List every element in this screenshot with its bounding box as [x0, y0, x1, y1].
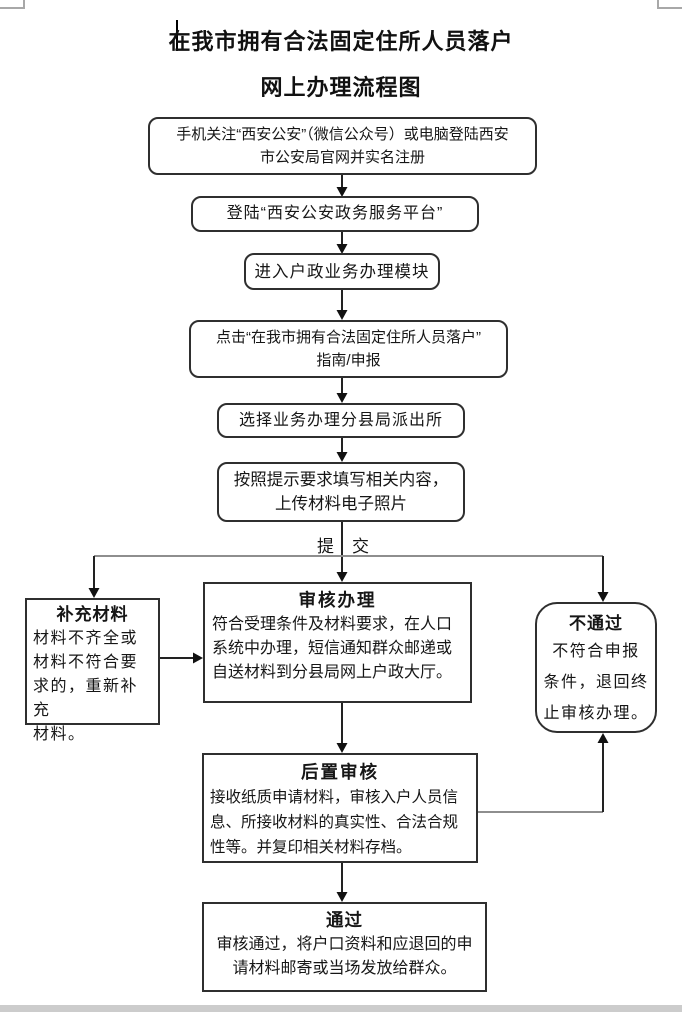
flow-node-supplement-box: 补充材料 材料不齐全或 材料不符合要 求的，重新补充 材料。	[25, 598, 160, 743]
flow-node-pass-line2: 请材料邮寄或当场发放给群众。	[232, 960, 457, 977]
flow-step-login-label: 登陆“西安公安政务服务平台”	[226, 205, 444, 222]
arrow-branch-to-supplement	[88, 556, 100, 598]
text-cursor	[176, 20, 178, 51]
arrow-submit-to-review	[336, 522, 348, 582]
arrow-supplement-to-review	[160, 652, 203, 664]
flow-node-post-review-line3: 性等。并复印相关材料存档。	[210, 839, 412, 856]
flow-node-review-line2: 系统中办理，短信通知群众邮递或	[212, 640, 453, 657]
page-subtitle: 网上办理流程图	[260, 75, 422, 100]
page-boundary-mark-top-right	[657, 0, 682, 9]
flow-step-select-station-label: 选择业务办理分县局派出所	[238, 411, 443, 429]
arrow-register-to-login	[336, 175, 348, 197]
flow-step-select-station-box: 选择业务办理分县局派出所	[217, 403, 465, 438]
flow-node-reject-line3: 止审核办理。	[543, 705, 649, 722]
flow-step-fill-upload-line1: 按照提示要求填写相关内容，	[233, 471, 449, 489]
flow-step-register-line2: 市公安局官网并实名注册	[259, 149, 425, 166]
flow-node-reject-title: 不通过	[569, 614, 623, 633]
arrow-select-to-fill	[336, 438, 348, 462]
flow-step-click-guide-box: 点击“在我市拥有合法固定住所人员落户” 指南/申报	[189, 320, 508, 378]
arrow-login-to-module	[336, 232, 348, 254]
flow-node-review-line1: 符合受理条件及材料要求，在人口	[212, 616, 453, 633]
flow-node-post-review-box: 后置审核 接收纸质申请材料，审核入户人员信 息、所接收材料的真实性、合法合规 性…	[202, 753, 478, 863]
flow-node-post-review-line1: 接收纸质申请材料，审核入户人员信	[210, 789, 459, 806]
flow-node-supplement-line1: 材料不齐全或	[33, 630, 139, 647]
flow-node-review-title: 审核办理	[298, 590, 377, 610]
flow-node-review-box: 审核办理 符合受理条件及材料要求，在人口 系统中办理，短信通知群众邮递或 自送材…	[203, 582, 472, 703]
submit-label-right: 交	[352, 537, 369, 556]
flow-step-click-guide-line1: 点击“在我市拥有合法固定住所人员落户”	[216, 329, 481, 346]
flow-node-supplement-line4: 材料。	[33, 726, 86, 743]
flow-step-register-box: 手机关注“西安公安”（微信公众号）或电脑登陆西安 市公安局官网并实名注册	[148, 117, 537, 175]
page-title: 在我市拥有合法固定住所人员落户	[168, 29, 514, 54]
flow-node-supplement-line3: 求的，重新补充	[33, 678, 139, 719]
flow-step-module-box: 进入户政业务办理模块	[244, 253, 440, 290]
page-boundary-mark-top-left	[0, 0, 25, 9]
arrow-review-to-post	[336, 703, 348, 753]
flow-step-fill-upload-box: 按照提示要求填写相关内容， 上传材料电子照片	[217, 462, 465, 522]
flow-node-pass-line1: 审核通过，将户口资料和应退回的申	[216, 936, 473, 953]
flow-step-login-box: 登陆“西安公安政务服务平台”	[191, 196, 479, 232]
flow-node-reject-line1: 不符合申报	[552, 643, 640, 660]
flow-step-register-line1: 手机关注“西安公安”（微信公众号）或电脑登陆西安	[176, 126, 509, 143]
arrow-module-to-click	[336, 290, 348, 320]
arrow-branch-to-reject	[597, 556, 609, 602]
submit-label-left: 提	[317, 537, 334, 556]
flow-node-post-review-title: 后置审核	[301, 762, 379, 782]
flow-node-pass-box: 通过 审核通过，将户口资料和应退回的申 请材料邮寄或当场发放给群众。	[202, 902, 487, 992]
arrow-post-to-reject	[597, 733, 609, 812]
flow-node-post-review-line2: 息、所接收材料的真实性、合法合规	[210, 814, 459, 831]
arrow-click-to-select	[336, 378, 348, 403]
flow-node-supplement-title: 补充材料	[56, 605, 129, 624]
flow-node-reject-box: 不通过 不符合申报 条件，退回终 止审核办理。	[535, 602, 657, 733]
flow-node-review-line3: 自送材料到分县局网上户政大厅。	[212, 664, 453, 681]
flow-step-module-label: 进入户政业务办理模块	[254, 262, 430, 281]
flow-step-fill-upload-line2: 上传材料电子照片	[275, 495, 407, 513]
flow-node-reject-line2: 条件，退回终	[543, 674, 649, 691]
arrow-post-to-pass	[336, 863, 348, 902]
flow-node-pass-title: 通过	[326, 910, 363, 930]
flow-step-click-guide-line2: 指南/申报	[316, 352, 381, 369]
page-bottom-edge	[0, 1005, 682, 1012]
flow-node-supplement-line2: 材料不符合要	[33, 654, 139, 671]
